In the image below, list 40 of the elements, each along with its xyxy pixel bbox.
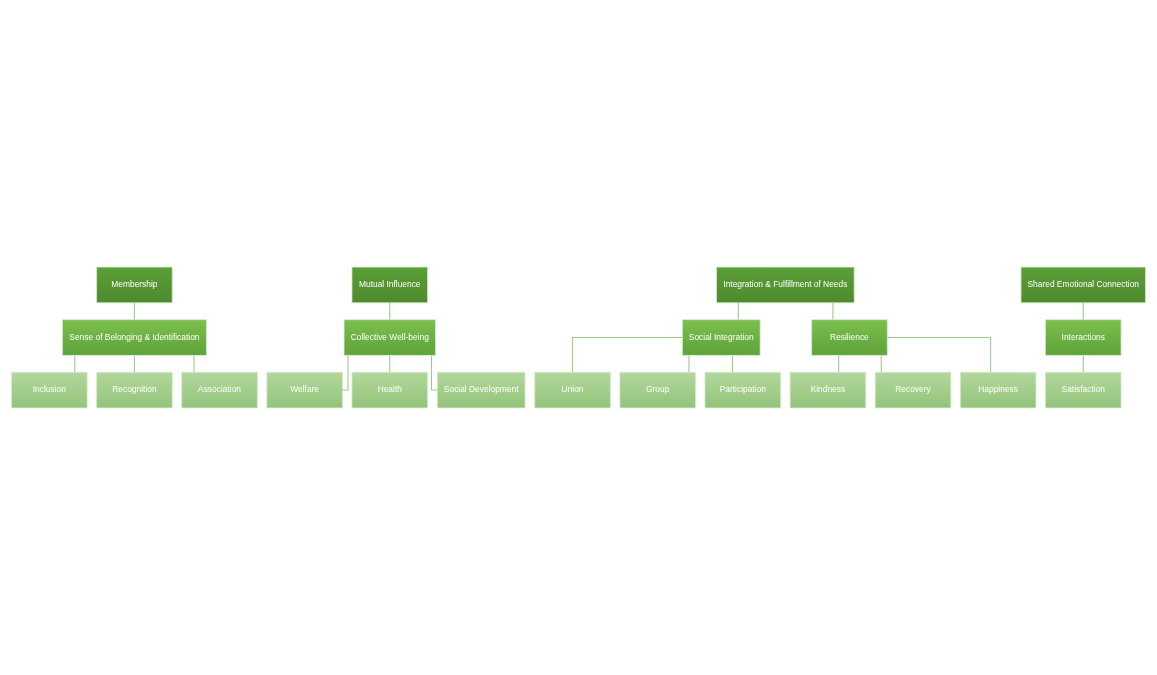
connector [342, 354, 349, 391]
connector [431, 354, 438, 391]
connector [193, 354, 195, 373]
node-box: Satisfaction [1045, 371, 1122, 409]
node-box: Recovery [874, 371, 952, 409]
node-box: Sense of Belonging & Identification [62, 319, 207, 356]
node-box: Social Development [436, 371, 526, 409]
node-box: Inclusion [11, 371, 88, 409]
node-box: Recognition [96, 371, 173, 409]
node-box: Collective Well-being [343, 319, 436, 356]
node-box: Group [619, 371, 696, 409]
node-box: Membership [96, 266, 173, 304]
node-box: Integration & Fulfillment of Needs [716, 266, 855, 304]
node-box: Association [181, 371, 258, 409]
connector [737, 302, 739, 320]
node-box: Interactions [1045, 319, 1122, 356]
connector [74, 354, 76, 373]
connector [688, 354, 690, 373]
connector [389, 354, 391, 373]
node-box: Union [534, 371, 611, 409]
connector [880, 354, 882, 373]
connector [832, 302, 834, 320]
connector [886, 336, 992, 373]
connector [389, 302, 391, 320]
node-box: Happiness [959, 371, 1037, 409]
connector [133, 354, 135, 373]
connector [133, 302, 135, 320]
connector [1082, 302, 1084, 320]
node-box: Kindness [789, 371, 867, 409]
connector [1082, 354, 1084, 373]
node-box: Shared Emotional Connection [1020, 266, 1146, 304]
connector [838, 354, 840, 373]
connector [732, 354, 734, 373]
node-box: Social Integration [682, 319, 761, 356]
node-box: Participation [704, 371, 782, 409]
connector [572, 336, 683, 373]
node-box: Health [351, 371, 428, 409]
node-box: Resilience [811, 319, 888, 356]
node-box: Mutual Influence [351, 266, 428, 304]
node-box: Welfare [266, 371, 343, 409]
